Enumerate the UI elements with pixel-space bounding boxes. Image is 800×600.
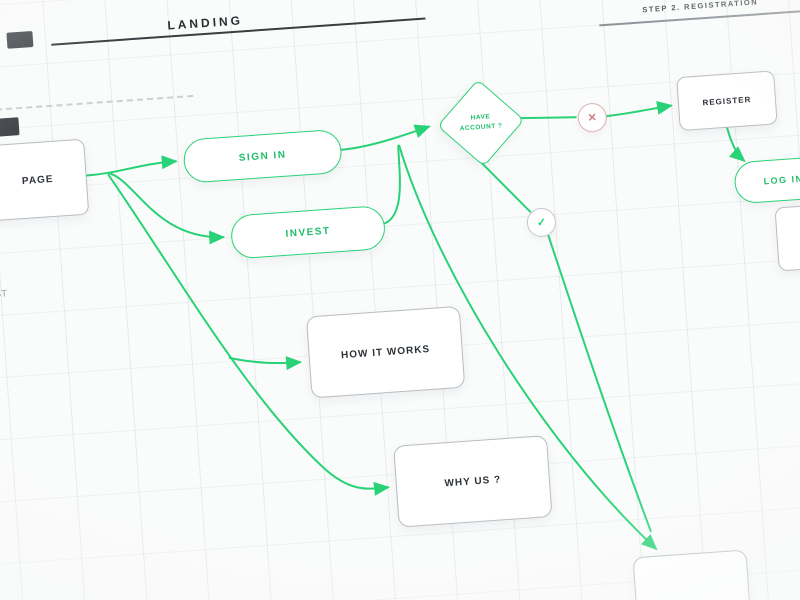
node-log-in-label: LOG IN bbox=[763, 173, 800, 187]
node-partial-right bbox=[774, 200, 800, 272]
connector-sign-in-to-have-account bbox=[338, 124, 431, 151]
node-sign-in-label: SIGN IN bbox=[238, 149, 287, 164]
node-page: PAGE bbox=[0, 138, 90, 222]
node-why-us: WHY US ? bbox=[393, 435, 553, 528]
connector-no-to-register bbox=[605, 100, 674, 118]
have-account-line2: ACCOUNT ? bbox=[459, 122, 503, 133]
connector-diamond-to-no bbox=[519, 116, 577, 120]
node-bottom-page bbox=[632, 549, 752, 600]
connector-diamond-to-yes bbox=[480, 161, 532, 213]
x-icon: ✕ bbox=[587, 111, 598, 125]
node-invest-label: INVEST bbox=[285, 225, 331, 240]
connector-register-to-log-in bbox=[725, 124, 746, 162]
marker-chip-left-edge bbox=[0, 117, 20, 137]
node-why-us-label: WHY US ? bbox=[444, 473, 502, 489]
node-how-it-works: HOW IT WORKS bbox=[305, 305, 466, 399]
marker-chip-top-left bbox=[6, 30, 34, 49]
connector-invest-join bbox=[381, 144, 401, 226]
have-account-text: HAVE ACCOUNT ? bbox=[449, 91, 513, 155]
check-icon: ✓ bbox=[536, 216, 547, 230]
node-how-it-works-label: HOW IT WORKS bbox=[340, 343, 431, 361]
node-register: REGISTER bbox=[676, 70, 778, 132]
node-register-label: REGISTER bbox=[702, 94, 752, 107]
connector-page-to-sign-in bbox=[83, 155, 178, 177]
connector-trunk-to-how-it-works bbox=[228, 356, 303, 371]
node-page-label: PAGE bbox=[21, 173, 54, 187]
